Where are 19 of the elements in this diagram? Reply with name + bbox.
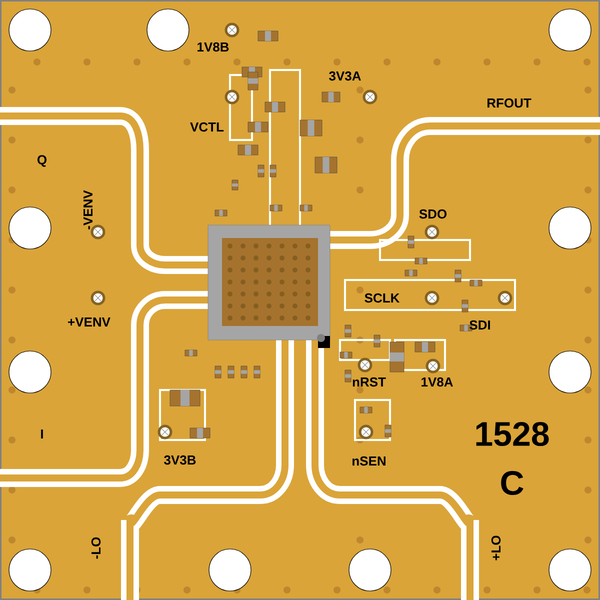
pin-label: Q [37, 155, 46, 167]
pin-label: nRST [352, 377, 386, 387]
pin-label: 3V3B [164, 455, 196, 465]
pin-label: 3V3A [329, 71, 361, 81]
pin-label: -LO [91, 537, 101, 559]
pin-label: 1528 [476, 422, 549, 446]
pin-label: -VENV [84, 190, 92, 230]
pin-label: RFOUT [487, 98, 532, 108]
pin-label: SDO [419, 209, 447, 219]
pin-label: I [41, 430, 43, 438]
pin-label: C [501, 470, 524, 496]
pin-label: VCTL [190, 122, 224, 132]
pin-label: SDI [470, 320, 490, 330]
pin-label: +LO [491, 536, 501, 560]
pin-label: 1V8A [422, 377, 453, 387]
pin-label: +VENV [68, 318, 110, 326]
pin-label: nSEN [352, 456, 386, 466]
pin-label: SCLK [364, 293, 400, 303]
pin-label: 1V8B [198, 42, 229, 52]
